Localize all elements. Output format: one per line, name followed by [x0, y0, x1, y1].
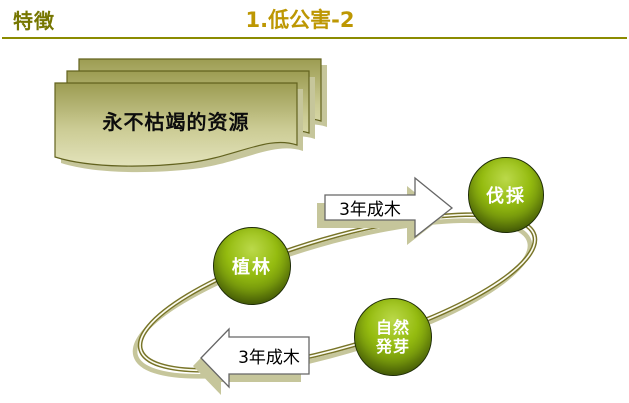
arrow-left-label: 3年成木 [238, 348, 300, 368]
node-planting-label: 植林 [232, 257, 272, 278]
header-divider [2, 37, 627, 39]
arrow-right-label: 3年成木 [339, 200, 401, 220]
node-felling: 伐採 [468, 157, 544, 233]
page-title: 1.低公害-2 [245, 8, 355, 32]
arrow-left-shape [193, 327, 310, 395]
node-sprouting-label-line2: 発芽 [375, 337, 410, 356]
section-label: 特徴 [13, 9, 55, 33]
node-natural-sprouting: 自然 発芽 [354, 298, 432, 376]
cycle-ring [132, 212, 538, 379]
node-planting: 植林 [213, 227, 291, 305]
node-felling-label: 伐採 [486, 186, 526, 207]
node-sprouting-label-line1: 自然 [375, 317, 410, 337]
arrow-right-shape [317, 176, 454, 245]
document-stack-text: 永不枯竭的资源 [102, 110, 250, 134]
